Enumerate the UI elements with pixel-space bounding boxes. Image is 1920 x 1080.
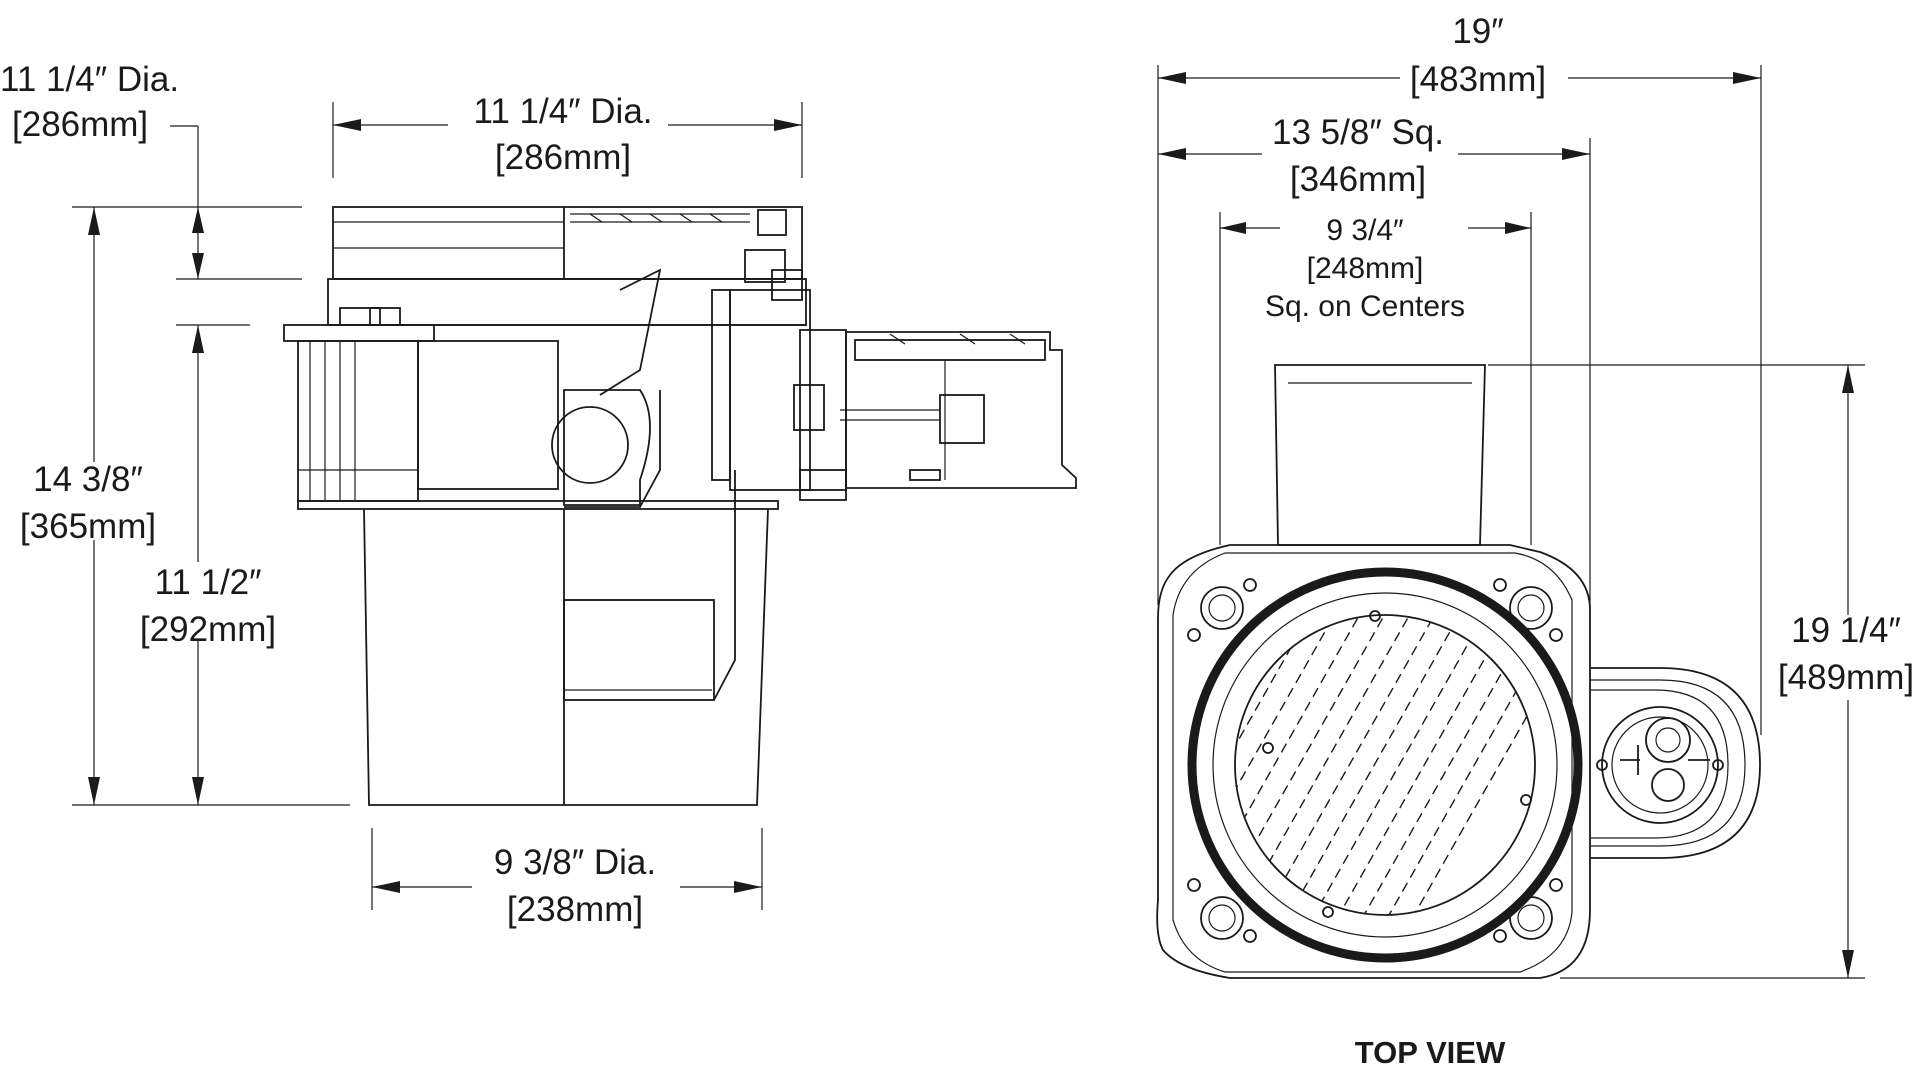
centers-note: Sq. on Centers (1265, 290, 1465, 323)
centers-metric: [248mm] (1307, 252, 1424, 285)
top-cap-height-imperial: 11 1/4″ Dia. (0, 60, 179, 99)
upper-body (283, 278, 807, 510)
square-size-metric: [346mm] (1290, 160, 1426, 199)
body-height-imperial: 11 1/2″ (154, 563, 261, 602)
top-dimension-lines (1158, 72, 1854, 978)
top-extension-lines (1157, 65, 1865, 979)
outlet-box (1274, 364, 1486, 546)
top-dimension-labels: 19″ [483mm] 13 5/8″ Sq. [346mm] 9 3/4″ [… (1265, 12, 1914, 1070)
overall-depth-imperial: 19 1/4″ (1791, 611, 1901, 650)
side-view: 11 1/4″ Dia. [286mm] 11 1/4″ Dia. [286mm… (0, 60, 1077, 929)
side-cleanout (1590, 667, 1761, 859)
top-view-caption: TOP VIEW (1355, 1035, 1506, 1070)
overall-height-metric: [365mm] (20, 507, 156, 546)
top-diameter-metric: [286mm] (495, 138, 631, 177)
centers-imperial: 9 3/4″ (1326, 214, 1404, 247)
trap-housing (729, 269, 1077, 501)
side-dimension-lines (88, 119, 802, 893)
side-extension-lines (72, 102, 803, 910)
bottom-diameter-metric: [238mm] (507, 890, 643, 929)
lower-body (363, 508, 769, 806)
corner-bolts (1187, 578, 1563, 943)
overall-height-imperial: 14 3/8″ (33, 460, 143, 499)
square-size-imperial: 13 5/8″ Sq. (1272, 113, 1444, 152)
top-cap (332, 206, 803, 283)
overall-width-metric: [483mm] (1410, 60, 1546, 99)
body-height-metric: [292mm] (140, 610, 276, 649)
top-diameter-imperial: 11 1/4″ Dia. (473, 92, 652, 131)
square-body (1156, 544, 1591, 979)
top-cap-height-metric: [286mm] (12, 105, 148, 144)
top-view: 19″ [483mm] 13 5/8″ Sq. [346mm] 9 3/4″ [… (1156, 12, 1914, 1070)
grate-assembly (1187, 567, 1583, 963)
internal-sump (551, 268, 736, 701)
overall-depth-metric: [489mm] (1778, 658, 1914, 697)
overall-width-imperial: 19″ (1452, 12, 1503, 51)
side-dimension-labels: 11 1/4″ Dia. [286mm] 11 1/4″ Dia. [286mm… (0, 60, 656, 929)
bottom-diameter-imperial: 9 3/8″ Dia. (494, 843, 656, 882)
